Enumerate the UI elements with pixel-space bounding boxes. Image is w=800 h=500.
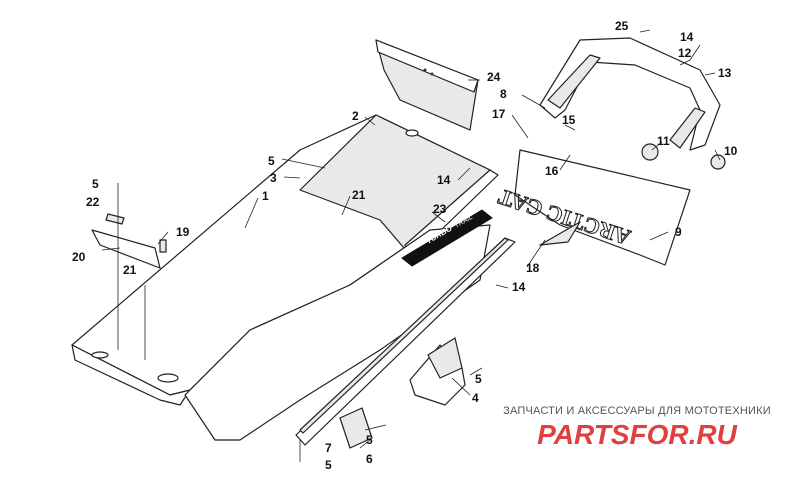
callout-14a: 14 (437, 173, 451, 187)
callout-15: 15 (562, 113, 576, 127)
callout-5a: 5 (268, 154, 275, 168)
part-24-pad (375, 39, 479, 131)
part-1-tunnel (71, 114, 499, 441)
watermark-tagline: ЗАПЧАСТИ И АКСЕССУАРЫ ДЛЯ МОТОТЕХНИКИ (503, 405, 771, 417)
callout-19: 19 (176, 225, 190, 239)
callout-23: 23 (433, 202, 447, 216)
callout-12: 12 (678, 46, 692, 60)
part-7-rail (295, 237, 516, 446)
watermark-logo: PARTSFOR.RU (537, 420, 737, 450)
callout-18: 18 (526, 261, 540, 275)
callout-7: 7 (325, 441, 332, 455)
callout-11: 11 (657, 134, 670, 148)
callout-13: 13 (718, 66, 732, 80)
watermark-logo-text: PARTSFOR.RU (537, 420, 737, 450)
part-9-snowflap: ARCTIC CAT (494, 149, 691, 266)
callout-25: 25 (615, 19, 629, 33)
callout-22: 22 (86, 195, 100, 209)
callout-9: 9 (675, 225, 682, 239)
callout-21b: 21 (123, 263, 137, 277)
callout-14c: 14 (680, 30, 694, 44)
callout-16: 16 (545, 164, 559, 178)
callout-6: 6 (366, 452, 373, 466)
callout-8: 8 (500, 87, 507, 101)
callout-5e: 5 (366, 433, 373, 447)
callout-17: 17 (492, 107, 506, 121)
callout-10: 10 (724, 144, 738, 158)
callout-14b: 14 (512, 280, 526, 294)
callout-5c: 5 (475, 372, 482, 386)
part-6-plate (339, 407, 373, 449)
callout-5b: 5 (92, 177, 99, 191)
leader-lines (101, 29, 721, 462)
part-13-bumper (539, 37, 726, 170)
callout-21a: 21 (352, 188, 366, 202)
callout-24: 24 (487, 70, 501, 84)
part-18-plate (539, 221, 581, 246)
callout-20: 20 (72, 250, 86, 264)
callouts: 2 1 5 3 21 14 23 24 5 22 19 20 21 14 18 … (72, 19, 738, 472)
callout-4: 4 (472, 391, 479, 405)
callout-1: 1 (262, 189, 269, 203)
part-20-bracket (91, 213, 167, 269)
callout-2: 2 (352, 109, 359, 123)
callout-5d: 5 (325, 458, 332, 472)
part-4-bracket (409, 337, 466, 406)
callout-3: 3 (270, 171, 277, 185)
